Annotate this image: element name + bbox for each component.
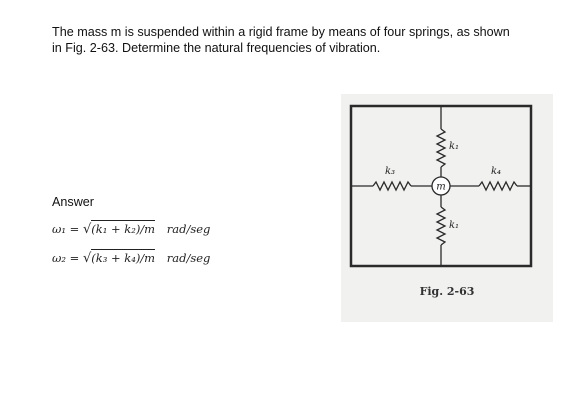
right-spring bbox=[478, 180, 518, 192]
label-k-right: k₄ bbox=[491, 166, 501, 177]
formula-2-radicand: (k₃ + k₄)/m bbox=[91, 249, 156, 265]
top-spring bbox=[435, 128, 447, 168]
problem-line-1: The mass m is suspended within a rigid f… bbox=[52, 25, 510, 39]
left-spring bbox=[372, 180, 412, 192]
sqrt-symbol: √ bbox=[82, 251, 92, 266]
formula-1-unit: rad/seg bbox=[166, 222, 211, 236]
label-k-top: k₁ bbox=[449, 141, 459, 152]
formula-1-radicand: (k₁ + k₂)/m bbox=[91, 220, 156, 236]
formula-omega-1: ω₁ = √(k₁ + k₂)/m rad/seg bbox=[52, 220, 211, 237]
figure-caption: Fig. 2-63 bbox=[419, 285, 475, 298]
formula-1-lhs: ω₁ = bbox=[52, 222, 80, 236]
figure-drawing: m k₁ k₁ k₃ k₄ bbox=[349, 104, 533, 268]
label-k-left: k₃ bbox=[385, 166, 395, 177]
rigid-frame bbox=[349, 104, 533, 268]
bottom-spring bbox=[435, 206, 447, 246]
formula-2-unit: rad/seg bbox=[166, 251, 211, 265]
sqrt-symbol: √ bbox=[82, 222, 92, 237]
problem-line-2: in Fig. 2-63. Determine the natural freq… bbox=[52, 41, 381, 55]
mass-label: m bbox=[436, 182, 445, 193]
formula-omega-2: ω₂ = √(k₃ + k₄)/m rad/seg bbox=[52, 249, 211, 266]
label-k-bottom: k₁ bbox=[449, 220, 459, 231]
formula-2-lhs: ω₂ = bbox=[52, 251, 80, 265]
spring-mass-figure: m k₁ k₁ k₃ k₄ Fig. 2-63 bbox=[341, 94, 553, 322]
problem-statement: The mass m is suspended within a rigid f… bbox=[52, 24, 552, 56]
mass-circle bbox=[431, 176, 451, 196]
answer-heading: Answer bbox=[52, 195, 94, 209]
